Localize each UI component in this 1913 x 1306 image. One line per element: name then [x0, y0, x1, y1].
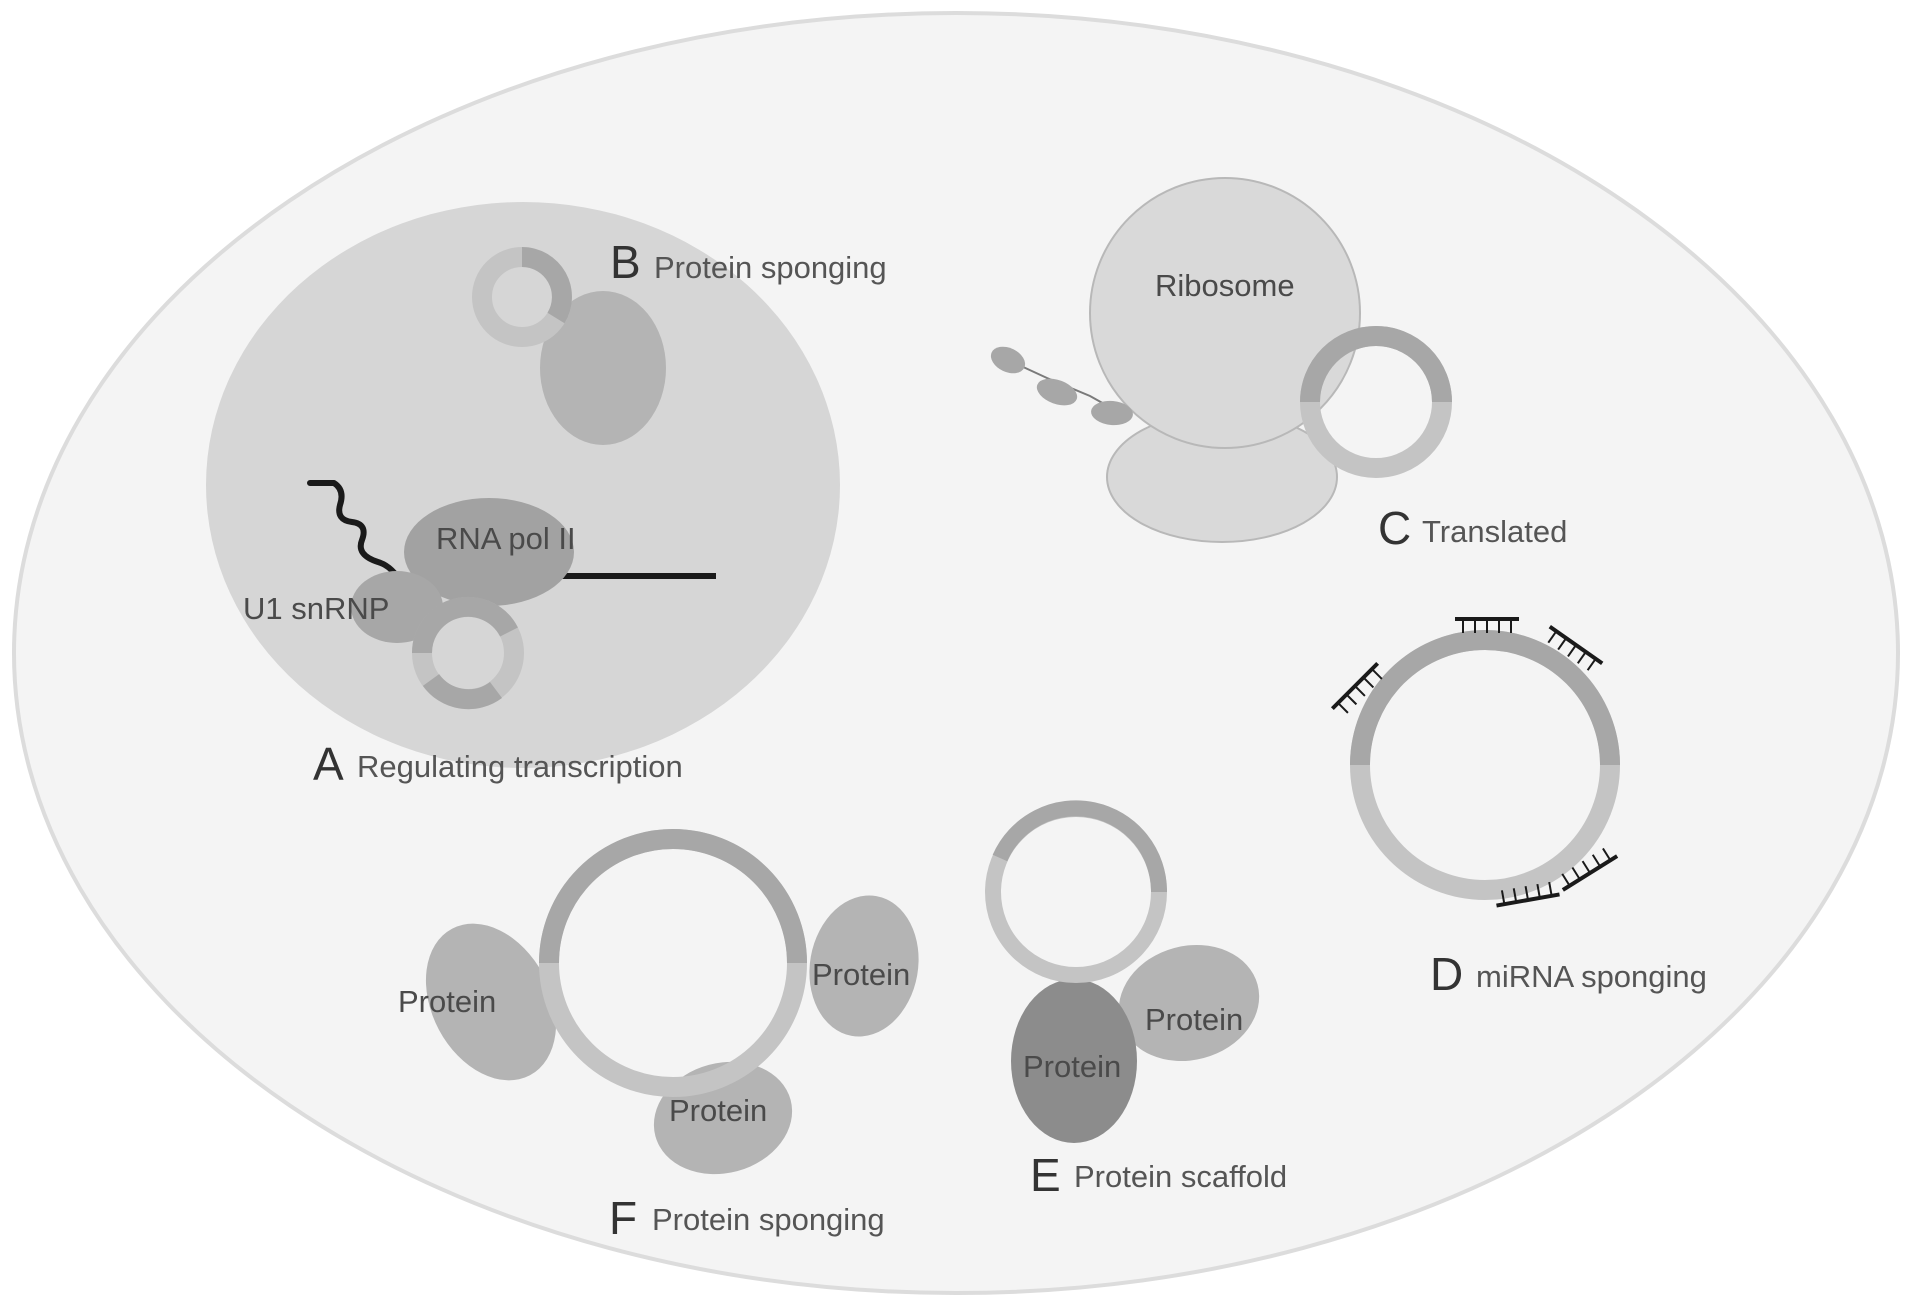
panel-f-caption: Protein sponging	[652, 1202, 885, 1237]
protein-label: Protein	[1145, 1002, 1243, 1037]
panel-d-letter: D	[1430, 948, 1463, 1000]
amino-acid	[1036, 378, 1078, 406]
panel-e-caption: Protein scaffold	[1074, 1159, 1287, 1194]
panel-a-caption: Regulating transcription	[357, 749, 683, 784]
mirna	[1547, 625, 1604, 671]
panel-b-letter: B	[610, 236, 641, 288]
panel-e-graphic	[985, 800, 1260, 1143]
mirna	[1455, 617, 1519, 633]
protein-blob	[425, 923, 557, 1081]
circrna-ring-segment	[422, 673, 502, 710]
panel-b-graphic	[472, 247, 666, 445]
rna-pol-ii-blob	[404, 498, 574, 606]
panel-b-caption: Protein sponging	[654, 250, 887, 285]
panel-c-graphic	[990, 177, 1452, 543]
panel-d-graphic	[1330, 617, 1620, 908]
nascent-rna	[307, 480, 405, 587]
panel-f-graphic	[425, 829, 919, 1175]
circrna-ring-segment	[1300, 326, 1452, 403]
protein-blob	[1118, 944, 1260, 1062]
protein-label: Protein	[398, 984, 496, 1019]
ribosome-large-subunit	[1089, 177, 1361, 449]
amino-acid	[1091, 400, 1133, 426]
mirna	[1496, 881, 1560, 908]
protein-label: Protein	[812, 957, 910, 992]
protein-blob	[809, 895, 919, 1037]
u1-snrnp-label: U1 snRNP	[243, 591, 389, 626]
panel-f-letter: F	[609, 1192, 637, 1244]
mirna	[1561, 847, 1619, 892]
ribosome-label: Ribosome	[1155, 268, 1295, 303]
protein-label: Protein	[1023, 1049, 1121, 1084]
protein-blob	[540, 291, 666, 445]
panel-d-caption: miRNA sponging	[1476, 959, 1707, 994]
circrna-ring-segment	[411, 596, 518, 654]
panel-c-letter: C	[1378, 502, 1411, 554]
rna-pol-ii-label: RNA pol II	[436, 521, 576, 556]
nucleus	[206, 202, 840, 768]
mirna	[1330, 661, 1383, 714]
panel-a-graphic	[307, 480, 716, 710]
panel-c-caption: Translated	[1422, 514, 1567, 549]
circrna-ring-segment	[992, 800, 1168, 893]
circrna-ring-segment	[1350, 630, 1620, 766]
panel-e-letter: E	[1030, 1149, 1061, 1201]
protein-label: Protein	[669, 1093, 767, 1128]
amino-acid	[990, 346, 1026, 374]
protein-blob-dark	[1011, 979, 1137, 1143]
circrna-ring-segment	[521, 247, 572, 324]
circrna-ring-segment	[539, 829, 807, 964]
panel-a-letter: A	[313, 738, 344, 790]
